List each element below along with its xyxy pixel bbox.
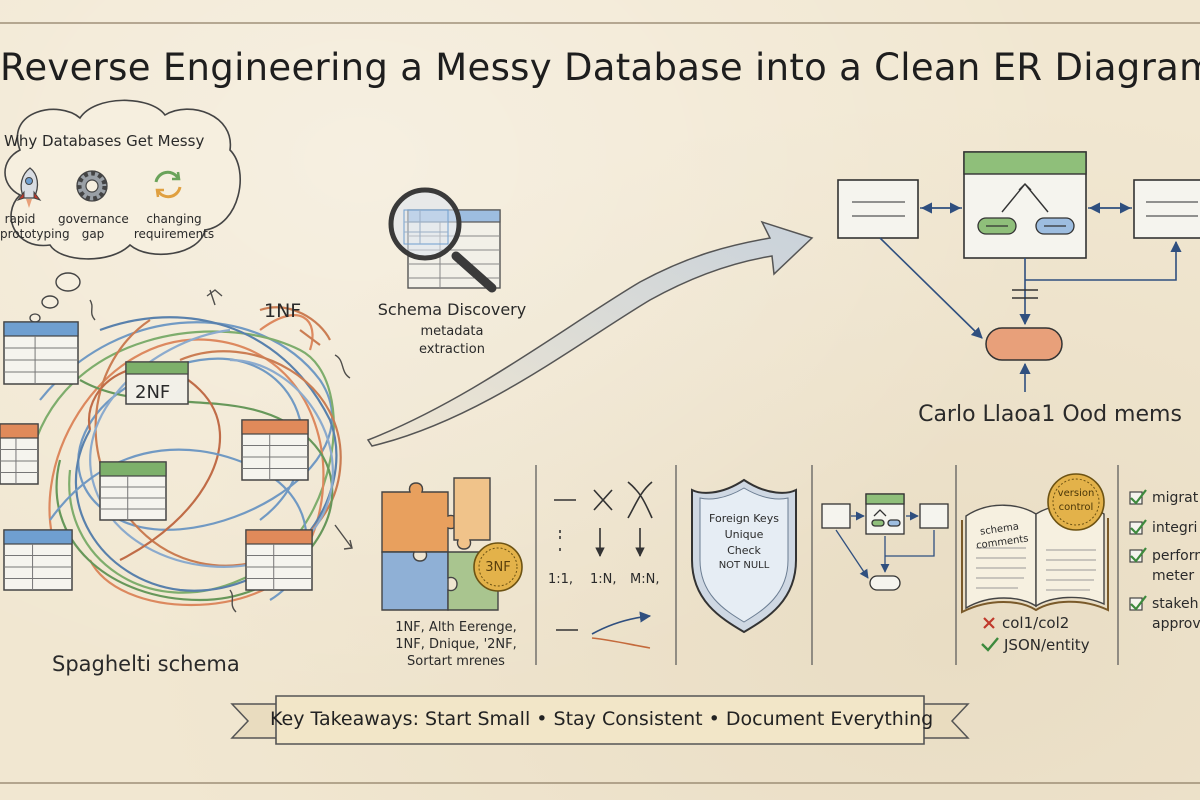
bubble-item-2-line2: gap (81, 227, 105, 241)
checkmark-icon (1130, 519, 1147, 535)
discovery-sub2: extraction (419, 342, 485, 357)
mini-table (99, 461, 167, 521)
normalization-line3: Sortart mrenes (407, 654, 505, 669)
mini-table (3, 529, 73, 591)
seal-line1: version (1057, 488, 1095, 499)
label-2nf: 2NF (135, 382, 171, 403)
magnifier-icon (388, 187, 497, 293)
mini-table (0, 423, 39, 485)
cardinality-symbols (554, 481, 653, 649)
discovery-sub1: metadata (420, 324, 484, 339)
er-diagram (837, 151, 1200, 392)
checklist-item: meter (1152, 568, 1195, 584)
seal-line2: control (1058, 502, 1094, 513)
checkmark-icon (1130, 595, 1147, 611)
bubble-heading: Why Databases Get Messy (4, 132, 205, 150)
transformation-arrow (366, 220, 814, 447)
checklist-boxes (1129, 489, 1147, 611)
checklist-item: stakeh (1152, 596, 1199, 612)
constraint-foreign-keys: Foreign Keys (709, 512, 779, 525)
bubble-item-1-line2: prototyping (0, 227, 70, 241)
shield-icon (691, 478, 797, 634)
bad-naming-example: col1/col2 (1002, 614, 1070, 632)
checkmark-icon (1130, 547, 1147, 563)
bottom-border (0, 782, 1200, 784)
3nf-badge (473, 542, 523, 592)
gear-icon (76, 170, 108, 202)
bubble-item-2-line1: governance (58, 212, 129, 226)
checklist-item: perforr (1152, 548, 1200, 564)
mini-table (3, 321, 79, 385)
normalization-line2: 1NF, Dnique, '2NF, (395, 637, 517, 652)
page-title: Reverse Engineering a Messy Database int… (0, 46, 1200, 89)
constraint-not-null: NOT NULL (718, 560, 770, 571)
puzzle-icon (381, 477, 499, 611)
checklist-item: integri (1152, 520, 1198, 536)
cardinality-1-n: 1:N, (590, 572, 617, 587)
panel-dividers (535, 465, 1119, 665)
version-control-seal (1047, 473, 1105, 531)
discovery-title: Schema Discovery (377, 300, 527, 319)
check-icon (981, 637, 999, 652)
badge-3nf-label: 3NF (485, 560, 511, 575)
thought-bubble (4, 99, 241, 323)
cardinality-m-n: M:N, (630, 572, 660, 587)
er-caption: Carlo Llaoa1 Ood mems (918, 402, 1182, 427)
spaghetti-caption: Spaghelti schema (52, 652, 240, 676)
mini-table (245, 529, 313, 591)
spaghetti-tangle (28, 289, 353, 613)
mini-er-diagram (821, 493, 949, 591)
takeaways-text: Key Takeaways: Start Small • Stay Consis… (270, 708, 934, 730)
2nf-box (125, 361, 189, 405)
book-icon (961, 504, 1109, 614)
good-naming-example: JSON/entity (1004, 636, 1090, 654)
bubble-item-1-line1: rapid (4, 212, 36, 226)
normalization-line1: 1NF, Alth Eerenge, (395, 620, 517, 635)
takeaways-banner (230, 695, 970, 745)
checkmark-icon (1130, 489, 1147, 505)
refresh-icon (154, 170, 182, 199)
bubble-item-3-line2: requirements (133, 227, 215, 241)
checklist-item: migrat (1152, 490, 1199, 506)
cardinality-1-1: 1:1, (548, 572, 574, 587)
label-1nf: 1NF (264, 300, 302, 322)
top-border (0, 22, 1200, 24)
rocket-icon (16, 167, 42, 208)
constraint-check: Check (727, 544, 761, 557)
checklist-item: approv (1152, 616, 1200, 632)
cross-icon (983, 617, 995, 629)
mini-table (241, 419, 309, 481)
constraint-unique: Unique (724, 528, 764, 541)
bubble-item-3-line1: changing (146, 212, 202, 226)
